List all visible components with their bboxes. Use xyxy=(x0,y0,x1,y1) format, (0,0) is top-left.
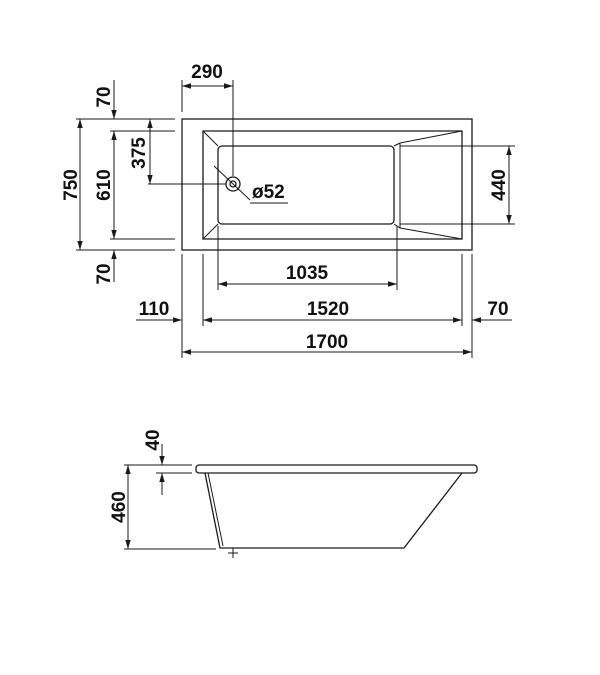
tub-inner-basin xyxy=(202,130,463,240)
corner-line xyxy=(202,130,219,147)
dim-610: 610 xyxy=(94,169,115,201)
dim-70-right: 70 xyxy=(487,299,508,320)
dim-70-top: 70 xyxy=(94,86,115,107)
corner-line xyxy=(202,223,219,240)
side-view: 40 460 xyxy=(109,429,478,558)
backrest-line-bottom xyxy=(399,227,463,240)
dim-1035: 1035 xyxy=(286,263,329,284)
dim-diameter-52: ø52 xyxy=(252,182,285,203)
dim-440: 440 xyxy=(489,169,510,201)
dim-110: 110 xyxy=(139,299,170,320)
tub-floor xyxy=(217,145,395,225)
dim-375: 375 xyxy=(129,137,150,169)
plan-view: 290 750 610 70 70 375 ø52 440 xyxy=(61,62,515,358)
dim-1700: 1700 xyxy=(306,332,348,353)
dim-460: 460 xyxy=(109,491,130,523)
tub-body-side xyxy=(204,472,463,549)
dim-750: 750 xyxy=(61,169,82,201)
backrest-line-top xyxy=(399,130,463,144)
drain-icon xyxy=(213,165,251,201)
tub-rim-side xyxy=(195,464,478,474)
dim-40: 40 xyxy=(143,429,164,450)
dim-70-bottom: 70 xyxy=(94,263,115,284)
dim-290: 290 xyxy=(191,62,223,83)
corner-line xyxy=(393,142,401,147)
dim-1520: 1520 xyxy=(307,299,349,320)
